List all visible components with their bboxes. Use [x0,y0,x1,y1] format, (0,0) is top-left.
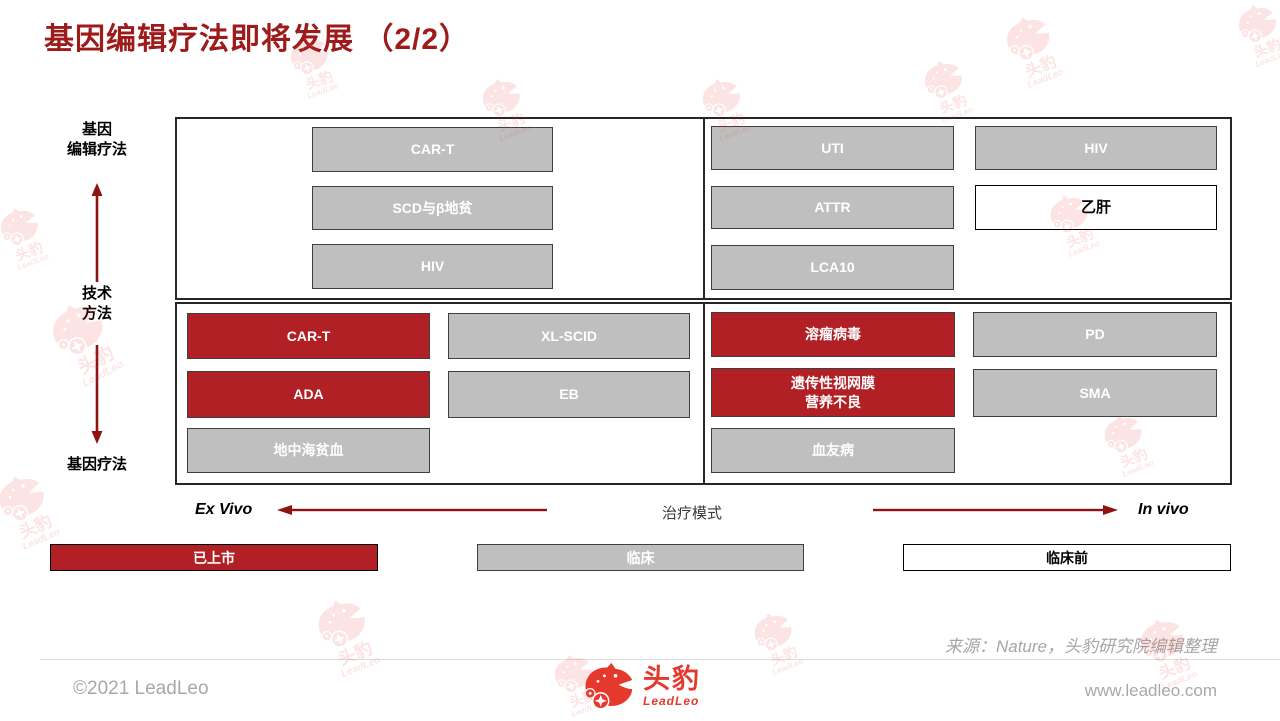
box-oncolytic-virus: 溶瘤病毒 [711,312,955,357]
xaxis-ex-vivo-label: Ex Vivo [195,501,253,518]
leopard-icon [694,70,749,123]
logo-en-text: LeadLeo [643,693,700,708]
leopard-icon [746,604,802,658]
box-ada: ADA [187,371,430,418]
left-arrow-icon [277,505,547,515]
xaxis-center-label: 治疗模式 [662,505,723,522]
box-eb: EB [448,371,690,418]
box-scd-beta-thal: SCD与β地贫 [312,186,553,230]
yaxis-bottom-label: 基因疗法 [66,456,127,473]
box-thalassemia: 地中海贫血 [187,428,430,473]
leopard-icon [582,661,638,711]
box-car-t-gene-editing: CAR-T [312,127,553,172]
box-attr: ATTR [711,186,954,229]
leopard-icon [308,589,378,656]
legend-clinical: 临床 [477,544,804,571]
logo-cn-text: 头豹 [643,663,701,694]
leadleo-logo: 头豹 LeadLeo [582,661,701,711]
yaxis-mid-label: 技术 方法 [81,285,112,322]
leopard-icon [474,70,529,123]
website-text: www.leadleo.com [1084,681,1217,700]
copyright-text: ©2021 LeadLeo [73,678,209,699]
matrix-bottom-frame [175,302,1232,485]
legend-preclinical: 临床前 [903,544,1231,571]
xaxis-in-vivo-label: In vivo [1138,501,1189,518]
box-xl-scid: XL-SCID [448,313,690,359]
box-sma: SMA [973,369,1217,417]
leopard-icon [916,52,971,105]
up-arrow-icon [91,183,103,282]
leopard-icon [1230,0,1280,49]
yaxis-top-label: 基因 编辑疗法 [66,121,127,158]
box-hiv-in-vivo: HIV [975,126,1217,170]
leopard-icon [0,199,47,252]
box-hemophilia: 血友病 [711,428,955,473]
matrix-bottom-divider [703,304,705,483]
footer-divider [40,659,1280,660]
box-uti: UTI [711,126,954,170]
box-hepatitis-b: 乙肝 [975,185,1217,230]
legend-marketed: 已上市 [50,544,378,571]
box-hiv-ex-vivo: HIV [312,244,553,289]
box-car-t-gene-therapy: CAR-T [187,313,430,359]
box-pd: PD [973,312,1217,357]
box-inherited-retinal-dystrophy: 遗传性视网膜营养不良 [711,368,955,417]
page-title: 基因编辑疗法即将发展 （2/2） [44,23,471,56]
matrix-top-divider [703,119,705,298]
box-lca10: LCA10 [711,245,954,290]
leopard-icon [997,6,1061,68]
source-note: 来源：Nature，头豹研究院编辑整理 [944,637,1217,656]
right-arrow-icon [873,505,1118,515]
down-arrow-icon [91,345,103,444]
